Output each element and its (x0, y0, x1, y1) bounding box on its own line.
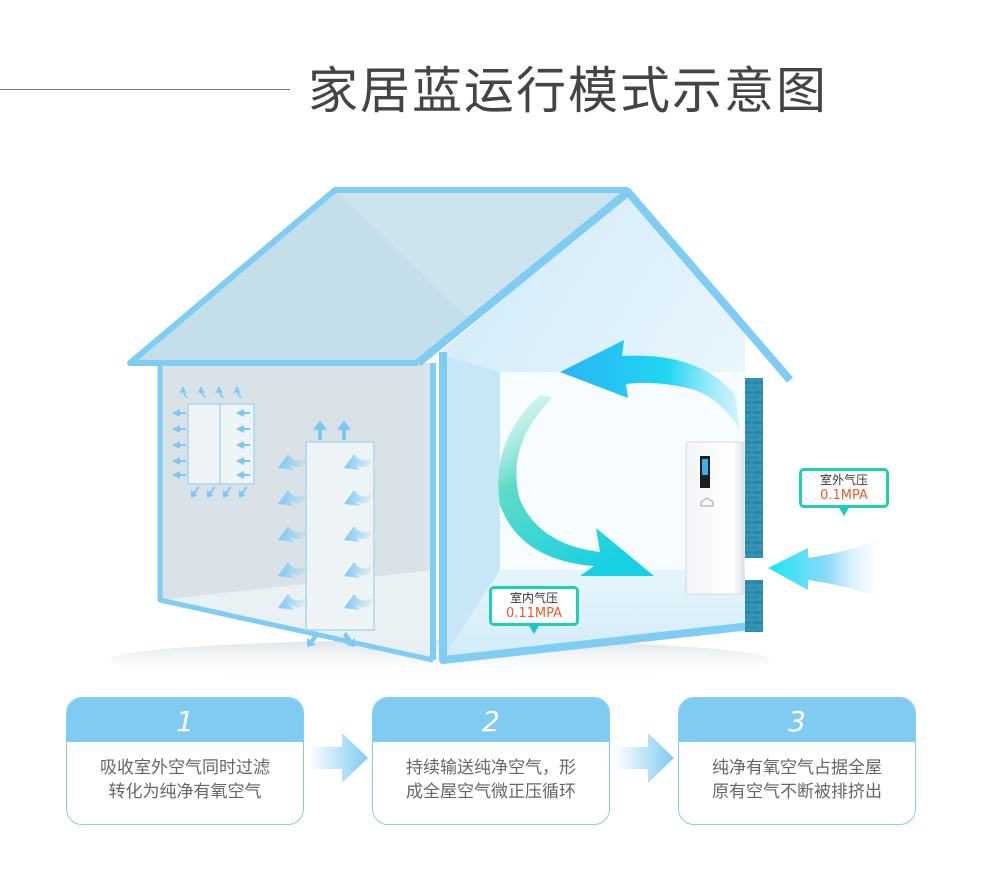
page-title: 家居蓝运行模式示意图 (308, 62, 828, 120)
interior-back-wall (500, 372, 745, 570)
step-line-1: 吸收室外空气同时过滤 (100, 758, 270, 778)
indoor-pressure-value: 0.11MPA (505, 606, 563, 621)
window-airflow-arrows (172, 386, 250, 498)
front-frame (439, 352, 761, 664)
step-description: 持续输送纯净空气，形 成全屋空气微正压循环 (373, 742, 609, 804)
step-card-3: 3 纯净有氧空气占据全屋 原有空气不断被排挤出 (678, 697, 916, 825)
step-arrow-icon (614, 733, 674, 783)
step-card-2: 2 持续输送纯净空气，形 成全屋空气微正压循环 (372, 697, 610, 825)
indoor-pressure-bubble: 室内气压 0.11MPA (489, 586, 579, 634)
house-diagram (110, 187, 888, 680)
outdoor-pressure-bubble: 室外气压 0.1MPA (799, 468, 889, 516)
circulation-arrow-main (498, 395, 654, 576)
step-description: 吸收室外空气同时过滤 转化为纯净有氧空气 (67, 742, 303, 804)
gable-frame (415, 188, 794, 383)
step-number: 2 (373, 698, 609, 742)
outdoor-pressure-value: 0.1MPA (820, 488, 868, 503)
roof-frame (127, 187, 628, 366)
step-card-1: 1 吸收室外空气同时过滤 转化为纯净有氧空气 (66, 697, 304, 825)
intake-arrow (768, 536, 888, 600)
circulation-arrow-top (560, 340, 740, 430)
step-description: 纯净有氧空气占据全屋 原有空气不断被排挤出 (679, 742, 915, 804)
step-arrow-icon (308, 733, 368, 783)
door-airflow-arrows (278, 454, 372, 610)
indoor-pressure-label: 室内气压 (509, 591, 558, 605)
step-line-1: 纯净有氧空气占据全屋 (712, 758, 882, 778)
left-wall-frame (157, 363, 434, 663)
brick-wall-upper (745, 378, 763, 558)
step-line-2: 转化为纯净有氧空气 (108, 782, 262, 802)
outdoor-pressure-label: 室外气压 (819, 473, 868, 487)
title-rule (0, 89, 290, 90)
step-line-1: 持续输送纯净空气，形 (406, 758, 576, 778)
brick-wall-lower (745, 580, 763, 632)
door-top-arrows (307, 420, 355, 647)
step-line-2: 成全屋空气微正压循环 (406, 782, 576, 802)
step-number: 1 (67, 698, 303, 742)
roof-top (335, 190, 625, 320)
step-line-2: 原有空气不断被排挤出 (712, 782, 882, 802)
step-number: 3 (679, 698, 915, 742)
fresh-air-device (685, 441, 745, 595)
interior-left-wall (443, 355, 500, 655)
